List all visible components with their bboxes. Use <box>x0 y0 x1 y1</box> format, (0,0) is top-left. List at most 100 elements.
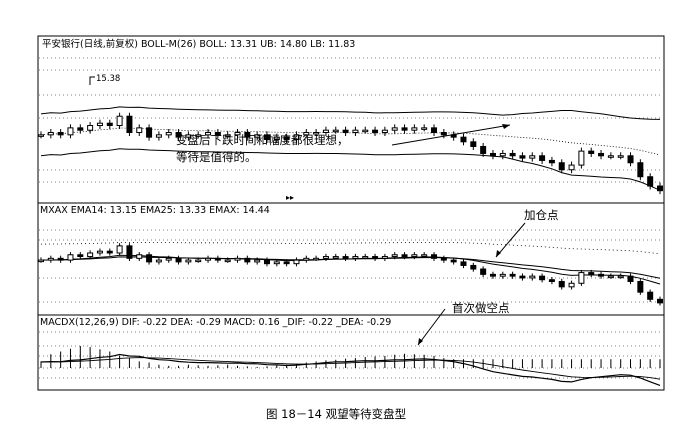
candle-body <box>509 152 516 157</box>
candle-body <box>322 129 329 134</box>
candle-body <box>352 256 359 259</box>
candle-body <box>126 245 133 259</box>
candle-body <box>617 275 624 279</box>
candle-body <box>106 122 113 127</box>
candle-body <box>77 254 84 258</box>
candle-body <box>568 282 575 288</box>
candle-body <box>558 280 565 288</box>
emax-line <box>40 242 661 255</box>
candle-body <box>165 132 172 136</box>
ema-annotation-label: 加仓点 <box>524 208 559 222</box>
candle-body <box>224 259 231 263</box>
candle-body <box>578 150 585 166</box>
ema-panel-label: MXAX EMA14: 13.15 EMA25: 13.33 EMAX: 14.… <box>40 205 270 216</box>
candle-body <box>381 256 388 259</box>
candle-body <box>273 136 280 140</box>
candle-body <box>647 291 654 300</box>
candle-body <box>57 132 64 136</box>
candle-body <box>342 129 349 134</box>
candle-body <box>391 127 398 131</box>
candle-body <box>431 127 438 134</box>
ema-annotation-arrowhead <box>496 250 501 257</box>
candle-body <box>450 259 457 263</box>
candle-body <box>77 127 84 131</box>
candle-body <box>244 257 251 263</box>
candle-body <box>617 155 624 158</box>
candle-body <box>440 132 447 136</box>
candle-body <box>244 132 251 138</box>
candle-body <box>401 127 408 131</box>
candle-body <box>234 257 241 261</box>
candle-body <box>529 155 536 159</box>
macd-panel-label: MACDX(12,26,9) DIF: -0.22 DEA: -0.29 MAC… <box>40 317 391 328</box>
candle-body <box>332 256 339 259</box>
candle-body <box>637 162 644 178</box>
candle-body <box>175 132 182 138</box>
candle-body <box>57 257 64 261</box>
candle-body <box>126 115 133 134</box>
candle-body <box>185 259 192 263</box>
candle-body <box>195 134 202 137</box>
candle-body <box>87 252 94 258</box>
boll-annotation-arrow <box>391 124 511 146</box>
candle-body <box>460 136 467 143</box>
candle-body <box>588 150 595 154</box>
candle-body <box>470 141 477 147</box>
scroll-marker-icon: ▸▸ <box>286 193 294 202</box>
candle-body <box>647 176 654 187</box>
high-marker-label: 15.38 <box>96 74 120 84</box>
candle-body <box>391 254 398 258</box>
candle-body <box>627 275 634 282</box>
candle-body <box>205 257 212 261</box>
candle-body <box>352 129 359 134</box>
candle-body <box>313 257 320 261</box>
macd-annotation-arrowhead <box>418 338 423 345</box>
candle-body <box>440 257 447 261</box>
candle-body <box>165 257 172 261</box>
grid-lines <box>39 57 663 379</box>
price-candles-ema <box>38 243 663 306</box>
candle-body <box>342 256 349 259</box>
candle-body <box>155 134 162 138</box>
candle-body <box>381 129 388 134</box>
price-candles-boll <box>38 112 663 195</box>
candle-body <box>411 254 418 258</box>
boll-annotation-arrowhead <box>502 124 510 129</box>
candle-body <box>519 275 526 279</box>
candle-body <box>146 127 153 138</box>
candle-body <box>431 254 438 259</box>
candle-body <box>322 256 329 259</box>
candle-body <box>116 115 123 127</box>
boll-lower-band <box>40 148 661 191</box>
candle-body <box>539 275 546 281</box>
candle-body <box>332 129 339 133</box>
candle-body <box>607 155 614 158</box>
candle-body <box>254 259 261 263</box>
candle-body <box>421 254 428 257</box>
candle-body <box>263 134 270 140</box>
candle-body <box>598 152 605 157</box>
candle-body <box>657 185 663 192</box>
candle-body <box>578 272 585 284</box>
candle-body <box>362 129 369 133</box>
candle-body <box>372 256 379 259</box>
candle-body <box>224 134 231 137</box>
candle-body <box>96 250 103 254</box>
candle-body <box>509 273 516 277</box>
candle-body <box>96 122 103 127</box>
candle-body <box>607 275 614 279</box>
candle-body <box>558 162 565 171</box>
boll-panel-label: 平安银行(日线,前复权) BOLL-M(26) BOLL: 13.31 UB: … <box>42 38 355 50</box>
macd-panel-frame <box>37 314 665 391</box>
boll-annotation-line-1: 变盘后下跌时间和幅度都很理想， <box>176 133 349 147</box>
candle-body <box>185 134 192 138</box>
candle-body <box>470 264 477 270</box>
macd-annotation-label: 首次做空点 <box>452 301 510 315</box>
candle-body <box>627 155 634 164</box>
figure-caption: 图 18－14 观望等待变盘型 <box>266 407 406 421</box>
candle-body <box>539 155 546 161</box>
candle-body <box>548 159 555 164</box>
candle-body <box>480 268 487 275</box>
macd-dif-line <box>40 353 661 386</box>
